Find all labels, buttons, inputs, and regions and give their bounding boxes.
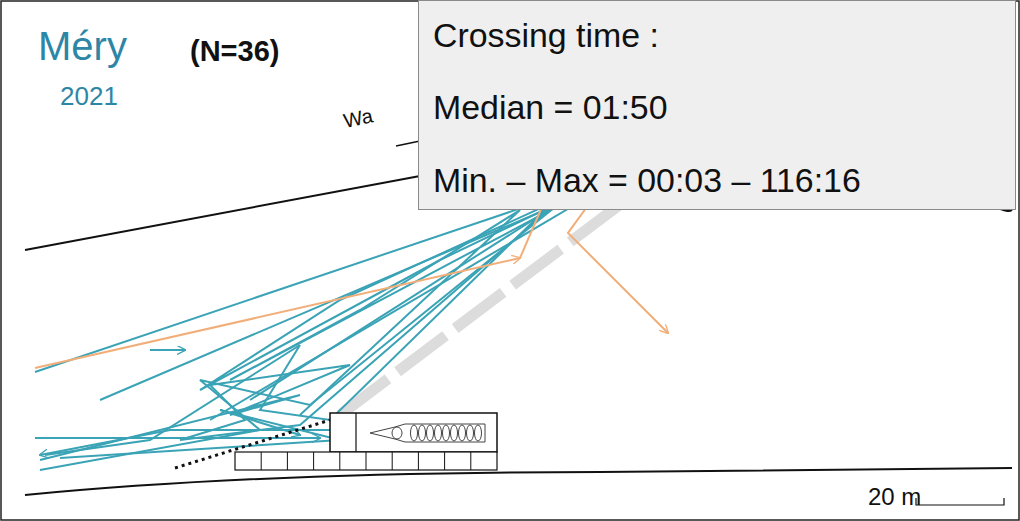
turbine-blade — [419, 425, 426, 441]
spillway-gate — [418, 452, 419, 470]
spillway — [235, 452, 497, 470]
powerhouse — [330, 413, 497, 452]
year: 2021 — [60, 82, 118, 111]
spillway-gate — [392, 452, 393, 470]
scale-bar — [916, 498, 1004, 505]
turbine-blade — [467, 425, 474, 441]
spillway-gate — [339, 452, 340, 470]
turbine-blade — [411, 425, 418, 441]
turbine-blade — [475, 425, 482, 441]
sample-size: (N=36) — [190, 36, 279, 68]
box-text: Min. – Max = 00:03 – 116:16 — [433, 162, 1003, 199]
spillway-gate — [261, 452, 262, 470]
turbine-blade — [427, 425, 434, 441]
spillway-gate — [313, 452, 314, 470]
box-heading: Crossing time : — [433, 17, 1003, 54]
spillway-gate — [366, 452, 367, 470]
spillway-gate — [287, 452, 288, 470]
turbine-blade — [443, 425, 450, 441]
turbine-blade — [459, 425, 466, 441]
site-title: Méry — [38, 24, 127, 68]
bank-label: Wa — [341, 104, 374, 132]
spillway-gate — [470, 452, 471, 470]
river-bank — [25, 176, 420, 250]
turbine-symbol — [370, 424, 485, 442]
info-box: Crossing time : Median = 01:50Min. – Max … — [418, 0, 1016, 210]
turbine-blade — [435, 425, 442, 441]
river-bank — [25, 468, 1012, 495]
river-bank — [396, 141, 420, 146]
turbine-blade — [451, 425, 458, 441]
spillway-gate — [444, 452, 445, 470]
box-text: Median = 01:50 — [433, 89, 1003, 126]
scale-label: 20 m — [868, 484, 921, 510]
fish-track — [35, 190, 600, 470]
